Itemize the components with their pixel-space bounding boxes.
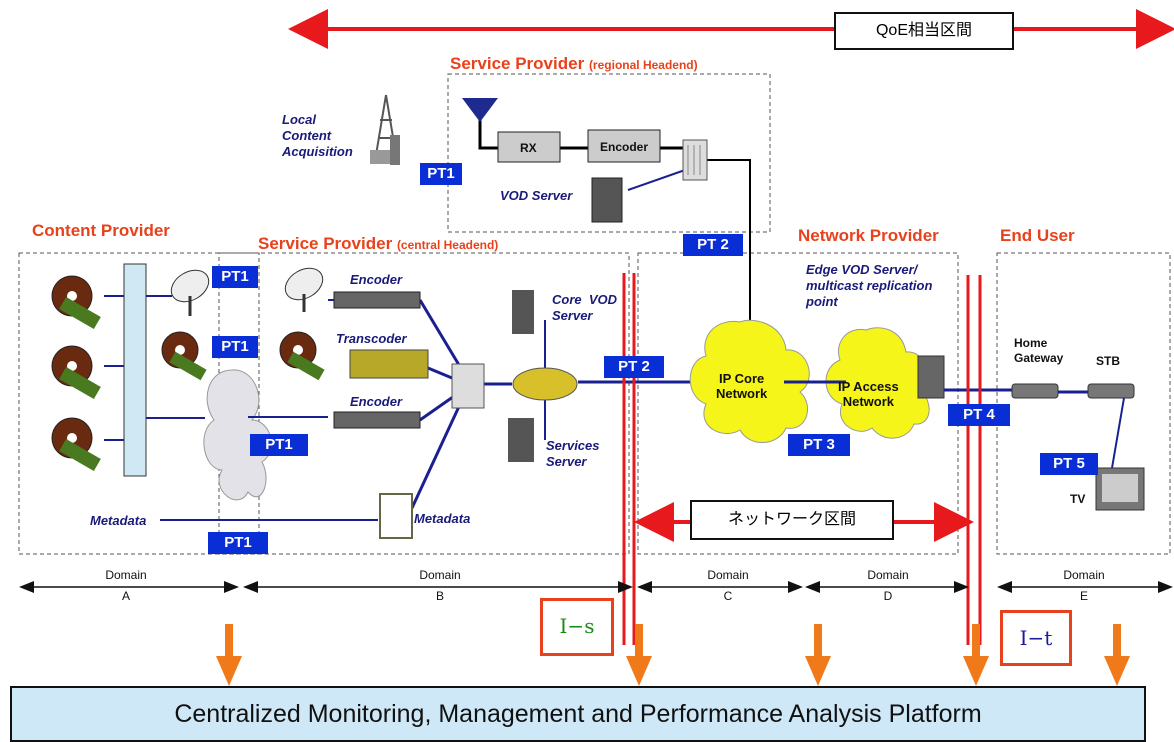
- edge-vod-label: Edge VOD Server/ multicast replication p…: [806, 262, 933, 309]
- transmission-tower-icon: [370, 94, 400, 165]
- central-switch-icon: [451, 363, 485, 409]
- domain-word: Domain: [1063, 568, 1105, 582]
- encoder-2-label: Encoder: [350, 394, 403, 409]
- pt5-badge: PT 5: [1040, 453, 1098, 475]
- domain-word: Domain: [419, 568, 461, 582]
- stb-label: STB: [1096, 354, 1120, 368]
- network-provider-box: [637, 252, 959, 555]
- domain-letter: E: [1079, 589, 1088, 603]
- edge-vod-server-icon: [917, 355, 945, 399]
- vod-server-label: VOD Server: [500, 188, 573, 203]
- monitoring-platform-bar: Centralized Monitoring, Management and P…: [10, 686, 1146, 742]
- services-server-label: Services Server: [546, 438, 600, 469]
- pt2-mid-badge: PT 2: [604, 356, 664, 378]
- ip-access-cloud: [825, 327, 930, 439]
- regional-sp-title: Service Provider: [450, 54, 585, 73]
- satellite-dish-icon: [284, 267, 324, 312]
- central-sp-subtitle: (central Headend): [396, 238, 499, 252]
- pt4-badge: PT 4: [948, 404, 1010, 426]
- local-content-label: Local Content Acquisition: [282, 112, 353, 159]
- encoder-device: [333, 411, 421, 429]
- ip-access-label: IP Access Network: [838, 379, 899, 409]
- film-reel-icon: [51, 417, 101, 472]
- pt3-badge: PT 3: [788, 434, 850, 456]
- end-user-title: End User: [1000, 226, 1075, 245]
- metadata-source-label: Metadata: [90, 513, 147, 528]
- central-headend-box: [218, 252, 630, 555]
- antenna-icon: [462, 98, 498, 122]
- gray-cloud: [203, 369, 272, 501]
- encoder-label: Encoder: [600, 140, 649, 154]
- pt2-top-badge: PT 2: [683, 234, 743, 256]
- domain-letter: B: [435, 589, 444, 603]
- network-section-label: ネットワーク区間: [690, 500, 894, 540]
- metadata-device-label: Metadata: [414, 511, 471, 526]
- film-reel-icon: [161, 331, 207, 381]
- ip-core-cloud: [689, 319, 810, 443]
- domain-word: Domain: [105, 568, 147, 582]
- transcoder-label: Transcoder: [336, 331, 407, 346]
- vod-server-icon: [591, 177, 623, 223]
- encoder-1-label: Encoder: [350, 272, 403, 287]
- stb-icon: [1087, 383, 1135, 399]
- home-gateway-icon: [1011, 383, 1059, 399]
- services-server-icon: [508, 418, 534, 462]
- central-service-provider-title: Service Provider (central Headend): [258, 234, 498, 254]
- central-sp-title: Service Provider: [258, 234, 393, 253]
- domain-letter: D: [883, 589, 893, 603]
- pt1-b-badge: PT1: [212, 336, 258, 358]
- domain-letter: C: [723, 589, 733, 603]
- network-provider-title: Network Provider: [798, 226, 939, 245]
- domain-word: Domain: [707, 568, 749, 582]
- interface-t-box: I−t: [1000, 610, 1072, 666]
- film-reel-icon: [51, 275, 101, 330]
- interface-s-box: I−s: [540, 598, 614, 656]
- pt1-d-badge: PT1: [208, 532, 268, 554]
- film-reel-icon: [51, 345, 101, 400]
- satellite-dish-icon: [170, 269, 210, 316]
- regional-service-provider-title: Service Provider (regional Headend): [450, 54, 698, 74]
- router-icon: [512, 367, 578, 401]
- end-user-box: [996, 252, 1171, 555]
- content-provider-title: Content Provider: [32, 221, 170, 240]
- pt1-local-badge: PT1: [420, 163, 462, 185]
- regional-sp-subtitle: (regional Headend): [588, 58, 698, 72]
- encoder-box: [587, 129, 661, 163]
- pt1-a-badge: PT1: [212, 266, 258, 288]
- pt1-c-badge: PT1: [250, 434, 308, 456]
- domain-letter: A: [121, 589, 130, 603]
- core-vod-server-icon: [512, 290, 534, 334]
- clipboard-icon: [379, 493, 413, 539]
- regional-headend-box: [447, 73, 771, 233]
- tv-label: TV: [1070, 492, 1086, 506]
- rx-box: [497, 131, 561, 163]
- core-vod-server-label: Core VOD Server: [552, 292, 618, 323]
- domain-word: Domain: [867, 568, 909, 582]
- rx-label: RX: [520, 141, 537, 155]
- film-reel-icon: [279, 331, 325, 381]
- content-provider-box: [18, 252, 260, 555]
- orange-down-arrows: [216, 624, 1130, 686]
- encoder-device: [333, 291, 421, 309]
- transcoder-device: [349, 349, 429, 379]
- qoe-section-label: QoE相当区間: [834, 12, 1014, 50]
- content-bus: [123, 263, 147, 477]
- ip-core-label: IP Core Network: [716, 371, 768, 401]
- regional-switch-icon: [682, 139, 708, 181]
- home-gateway-label: Home Gateway: [1014, 336, 1064, 365]
